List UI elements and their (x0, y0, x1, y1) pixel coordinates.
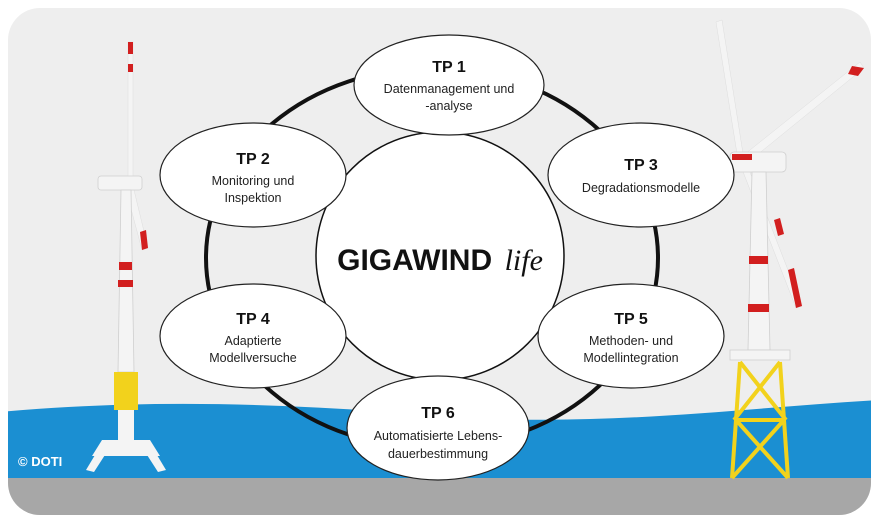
node-tp3-line-1: Degradationsmodelle (582, 181, 700, 195)
node-tp2-line-1: Monitoring und (212, 174, 295, 188)
node-tp4-line-2: Modellversuche (209, 351, 297, 365)
node-tp5-line-1: Methoden- und (589, 334, 673, 348)
center-title: GIGAWIND life (337, 244, 543, 277)
node-tp6-line-1: Automatisierte Lebens- (374, 429, 503, 443)
node-tp6: TP 6 Automatisierte Lebens- dauerbestimm… (346, 375, 530, 481)
node-tp1-line-2: -analyse (425, 99, 472, 113)
node-tp4-title: TP 4 (236, 311, 270, 328)
node-tp6-line-2: dauerbestimmung (388, 447, 488, 461)
node-tp1-title: TP 1 (432, 59, 466, 76)
node-tp2-title: TP 2 (236, 151, 270, 168)
node-tp5-line-2: Modellintegration (583, 351, 678, 365)
node-tp1: TP 1 Datenmanagement und -analyse (353, 34, 545, 136)
right-wind-turbine (715, 19, 865, 480)
node-tp5-title: TP 5 (614, 311, 648, 328)
ground-strip (8, 478, 871, 515)
node-tp4-line-1: Adaptierte (225, 334, 282, 348)
node-tp3: TP 3 Degradationsmodelle (547, 122, 735, 228)
node-tp2: TP 2 Monitoring und Inspektion (159, 122, 347, 228)
node-tp4: TP 4 Adaptierte Modellversuche (159, 283, 347, 389)
node-tp6-title: TP 6 (421, 405, 455, 422)
copyright-label: © DOTI (18, 454, 62, 469)
node-tp3-title: TP 3 (624, 157, 658, 174)
node-tp5: TP 5 Methoden- und Modellintegration (537, 283, 725, 389)
node-tp2-line-2: Inspektion (225, 191, 282, 205)
left-wind-turbine (86, 41, 166, 472)
node-tp1-line-1: Datenmanagement und (384, 82, 515, 96)
center-node: GIGAWIND life (315, 131, 565, 381)
